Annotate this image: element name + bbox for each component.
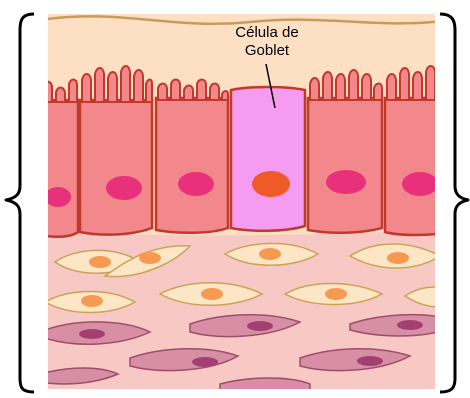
fibroblast-nucleus <box>81 295 103 307</box>
right-brace <box>440 14 468 392</box>
left-brace <box>6 14 34 392</box>
fibroblast-nucleus <box>89 256 111 268</box>
fibroblast-nucleus <box>325 288 347 300</box>
smooth-muscle-nucleus <box>357 356 383 366</box>
smooth-muscle-nucleus <box>192 357 218 367</box>
columnar-cell <box>40 100 78 237</box>
columnar-cell <box>308 98 382 233</box>
goblet-label-line-1: Célula de <box>235 24 298 41</box>
goblet-nucleus <box>252 171 290 197</box>
nucleus <box>326 170 366 194</box>
fibroblast-nucleus <box>387 252 409 264</box>
smooth-muscle-nucleus <box>247 321 273 331</box>
columnar-cell <box>156 98 228 233</box>
smooth-muscle-nucleus <box>397 320 423 330</box>
nucleus <box>45 187 71 207</box>
epithelium-layer <box>40 66 450 237</box>
goblet-cell <box>231 87 305 231</box>
fibroblast-nucleus <box>201 288 223 300</box>
columnar-cell <box>385 98 450 235</box>
columnar-cell <box>80 100 152 235</box>
nucleus <box>402 172 438 196</box>
nucleus <box>178 172 214 196</box>
tissue-section <box>40 0 452 398</box>
nucleus <box>106 176 142 200</box>
goblet-label-line-2: Goblet <box>245 42 290 59</box>
fibroblast-nucleus <box>259 248 281 260</box>
smooth-muscle-cell <box>220 378 310 395</box>
smooth-muscle-nucleus <box>79 329 105 339</box>
fibroblast-nucleus <box>139 252 161 264</box>
